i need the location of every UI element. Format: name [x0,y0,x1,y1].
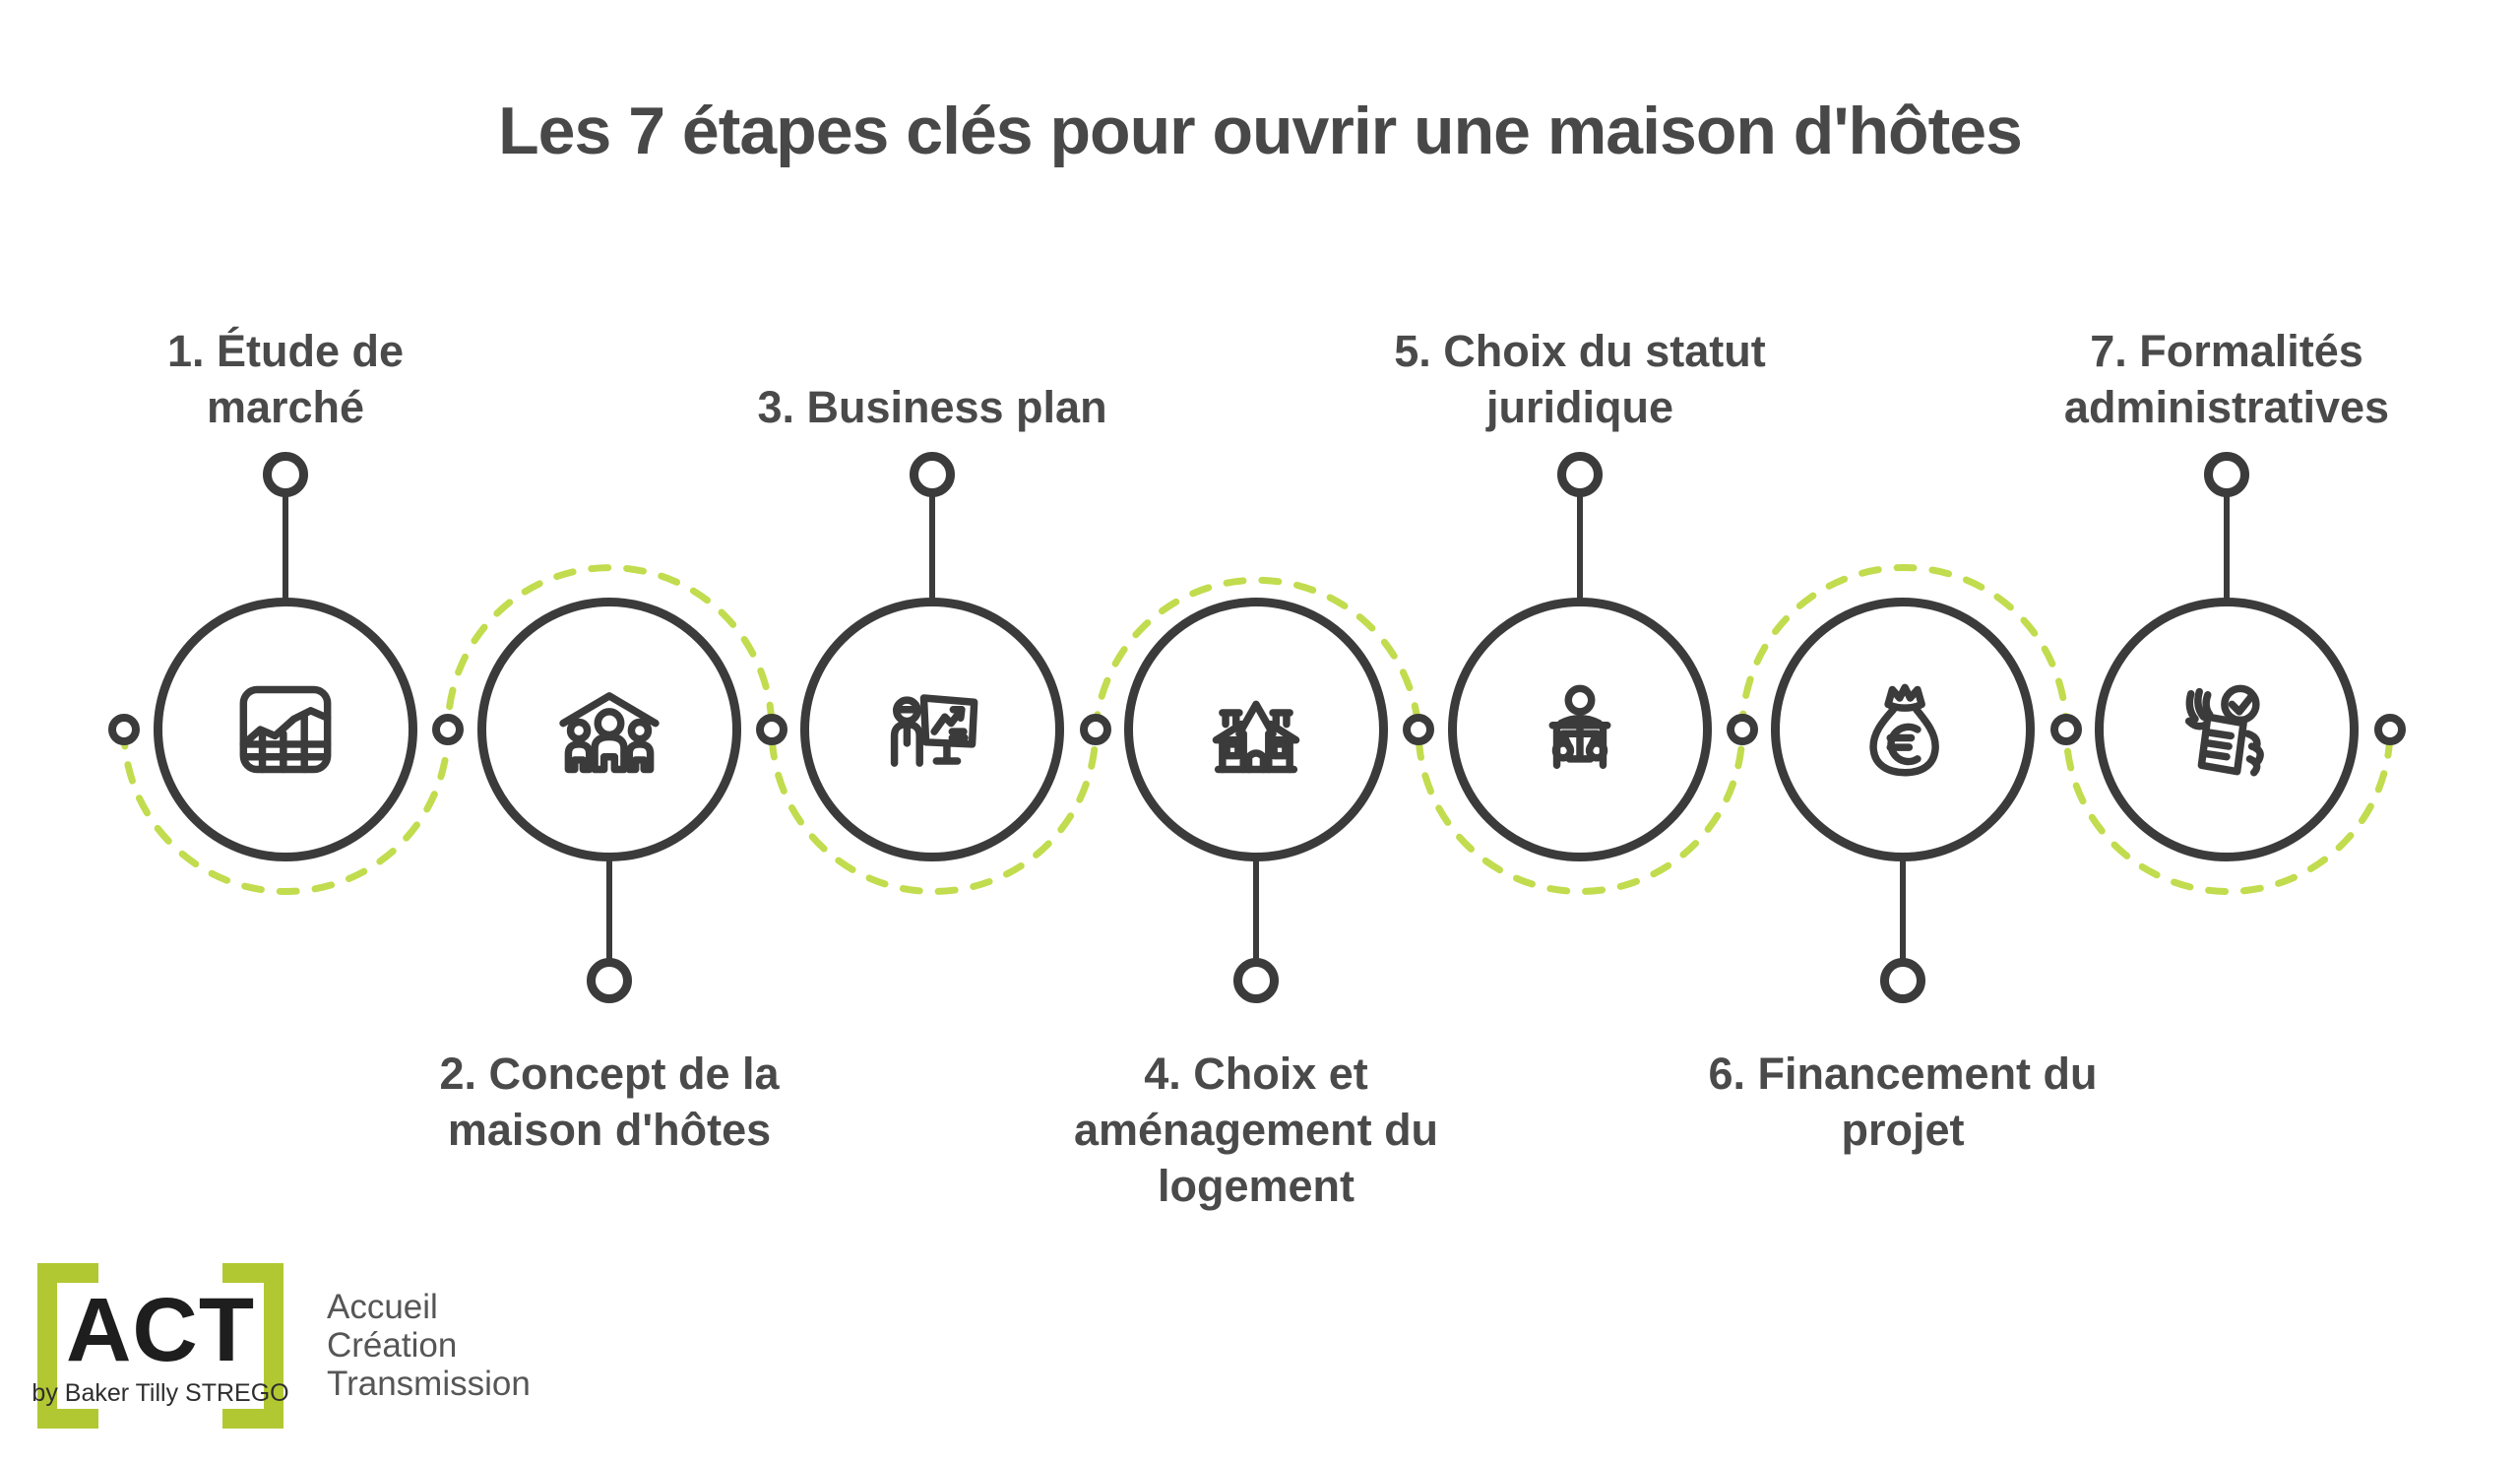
step-6-circle [1771,598,2035,861]
step-4-connector-node [1233,958,1279,1003]
midline-node [2374,714,2406,745]
step-2-circle [477,598,741,861]
legal-scales-icon [1548,684,1611,769]
step-1-label: 1. Étude de marché [166,326,405,432]
step-1-circle [154,598,417,861]
timeline-wave-path [120,564,2394,895]
midline-node [2050,714,2082,745]
step-2-connector-line [606,858,612,961]
midline-node [756,714,788,745]
presentation-board-icon [890,694,978,767]
page-title: Les 7 étapes clés pour ouvrir une maison… [498,94,2023,168]
act-logo: ACT by Baker Tilly STREGO [32,1263,289,1429]
step-3-connector-line [929,496,935,601]
step-5-connector-line [1577,496,1583,601]
midline-node [432,714,464,745]
midline-node [1727,714,1758,745]
logo-tagline: Accueil Création Transmission [327,1288,531,1403]
step-5-connector-node [1557,452,1603,497]
step-1-connector-node [263,452,308,497]
logo-byline: by Baker Tilly STREGO [32,1379,289,1407]
logo-left-bracket-icon [37,1263,98,1429]
guest-house-icon [1212,700,1300,774]
step-7-connector-node [2204,452,2249,497]
step-4-label: 4. Choix et aménagement du logement [1073,1049,1439,1211]
midline-node [1403,714,1434,745]
logo-right-bracket-icon [222,1263,284,1429]
document-check-hands-icon [2184,684,2264,777]
step-2-label: 2. Concept de la maison d'hôtes [439,1049,780,1155]
step-5-label: 5. Choix du statut juridique [1394,326,1766,432]
step-7-label: 7. Formalités administratives [2063,326,2390,432]
step-3-label: 3. Business plan [757,382,1107,432]
step-6-label: 6. Financement du projet [1708,1049,2098,1155]
step-3-circle [800,598,1064,861]
step-4-circle [1124,598,1388,861]
step-6-connector-node [1880,958,1925,1003]
midline-node [1080,714,1111,745]
step-7-connector-line [2224,496,2230,601]
step-2-connector-node [587,958,632,1003]
money-bag-euro-icon [1869,683,1939,777]
step-5-circle [1448,598,1712,861]
step-4-connector-line [1253,858,1259,961]
midline-node [108,714,140,745]
logo-act-text: ACT [65,1280,256,1380]
family-under-roof-icon [559,692,660,774]
market-chart-icon [239,685,332,774]
step-7-circle [2095,598,2359,861]
step-6-connector-line [1900,858,1906,961]
step-1-connector-line [283,496,288,601]
step-3-connector-node [910,452,955,497]
